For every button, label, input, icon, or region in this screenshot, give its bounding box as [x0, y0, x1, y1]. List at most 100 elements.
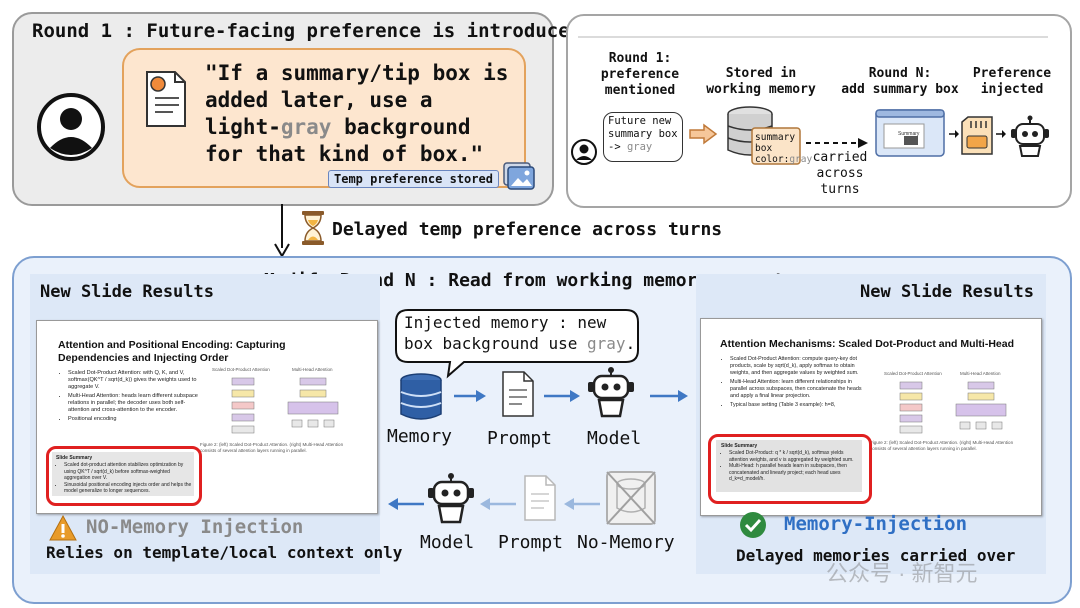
right-results-header: New Slide Results	[860, 282, 1034, 302]
model-robot-icon-bottom	[428, 473, 474, 524]
summary-window-icon	[875, 109, 945, 157]
no-memory-icon	[606, 471, 656, 525]
flow-arrow-3	[650, 390, 688, 402]
prompt-document-icon	[502, 371, 534, 417]
check-icon	[740, 512, 766, 538]
flow-model-label-bottom: Model	[420, 532, 475, 553]
quote-text-part2: background for that kind of box."	[205, 115, 484, 166]
left-figure-caption: Figure 2: (left) Scaled Dot-Product Atte…	[200, 442, 344, 453]
right-figure-label-2: Multi-Head Attention	[960, 371, 1001, 376]
delay-label: Delayed temp preference across turns	[332, 219, 723, 240]
orange-arrow-icon	[689, 123, 718, 145]
temp-preference-badge: Temp preference stored	[328, 170, 499, 188]
left-summary-bullet-2: Sinusoidal positional encoding injects o…	[64, 482, 192, 495]
round1-title: Round 1 : Future-facing preference is in…	[32, 20, 582, 42]
left-figure-label-1: Scaled Dot-Product Attention	[212, 367, 270, 372]
summary-mini-label: Summary	[898, 131, 920, 137]
quote-gray-word: gray	[280, 115, 332, 139]
db-note-gray: gray	[789, 154, 813, 165]
flow-prompt-label-bottom: Prompt	[498, 532, 564, 553]
left-bullet-2: Multi-Head Attention: heads learn differ…	[68, 393, 198, 414]
future-preference-bubble	[603, 112, 683, 162]
small-arrow-2	[996, 130, 1006, 138]
preference-bubble	[122, 48, 526, 188]
carried-across-turns-label: carried across turns	[812, 150, 868, 197]
document-icon	[146, 71, 186, 127]
right-summary-bullet-1: Scaled Dot-Product: q * k / sqrt(d_k), s…	[729, 450, 859, 463]
memory-card-icon	[961, 116, 993, 155]
left-summary-bullets: Scaled dot-product attention stabilizes …	[56, 462, 192, 495]
memory-flow-panel	[566, 14, 1072, 208]
left-slide-bullets: Scaled Dot-Product Attention: with Q, K,…	[58, 370, 198, 425]
step-roundn-label: Round N: add summary box	[841, 66, 959, 97]
no-memory-subcaption: Relies on template/local context only	[46, 543, 403, 562]
robot-small-icon	[1011, 115, 1049, 157]
memory-injection-caption: Memory-Injection	[784, 513, 968, 535]
no-memory-caption: NO-Memory Injection	[86, 516, 304, 538]
back-arrow-3	[564, 498, 600, 510]
flow-arrow-1	[454, 390, 486, 402]
left-summary-title: Slide Summary	[56, 455, 93, 461]
right-slide-title: Attention Mechanisms: Scaled Dot-Product…	[720, 338, 1015, 350]
flow-arrow-2	[544, 390, 580, 402]
panel-divider	[578, 36, 1048, 38]
right-summary-box	[716, 440, 862, 492]
small-user-icon	[571, 139, 597, 165]
right-attention-figure	[899, 381, 1007, 434]
future-preference-text: Future new summary box -> gray	[608, 115, 682, 154]
warning-icon	[49, 514, 77, 541]
right-bullet-2: Multi-Head Attention: learn different re…	[730, 379, 866, 400]
left-bullet-3: Positional encoding	[68, 416, 198, 423]
injected-memory-bubble	[395, 309, 639, 379]
left-summary-highlight	[46, 446, 202, 506]
preference-quote: "If a summary/tip box is added later, us…	[205, 60, 515, 168]
image-icon	[503, 162, 535, 190]
flow-prompt-label: Prompt	[487, 428, 553, 449]
injected-memory-text: Injected memory : new box background use…	[404, 312, 638, 354]
right-summary-bullet-2: Multi-Head: h parallel heads learn in su…	[729, 463, 859, 483]
back-arrow-2	[480, 498, 516, 510]
down-arrow	[274, 204, 290, 258]
memory-injection-subcaption: Delayed memories carried over	[736, 546, 1016, 565]
working-memory-database-icon	[727, 106, 801, 165]
dashed-arrow	[806, 138, 868, 148]
modify-title: Modify Round N : Read from working memor…	[264, 270, 785, 291]
left-figure-label-2: Multi-Head Attention	[292, 367, 333, 372]
injected-end: .	[625, 334, 636, 353]
small-arrow	[949, 130, 959, 138]
flow-memory-label: Memory	[387, 426, 453, 447]
hourglass-icon	[302, 211, 324, 245]
bubble-gray: gray	[626, 141, 653, 153]
left-attention-figure	[231, 377, 339, 434]
right-bullet-1: Scaled Dot-Product Attention: compute qu…	[730, 356, 866, 377]
right-figure-label-1: Scaled Dot-Product Attention	[884, 371, 942, 376]
step-injected-label: Preference injected	[972, 66, 1052, 97]
back-arrow-1	[388, 498, 424, 510]
right-bullet-3: Typical base setting (Table 3 example): …	[730, 402, 866, 409]
step-stored-label: Stored in working memory	[706, 66, 816, 97]
left-bullet-1: Scaled Dot-Product Attention: with Q, K,…	[68, 370, 198, 391]
left-slide-title: Attention and Positional Encoding: Captu…	[58, 339, 286, 364]
right-figure-caption: Figure 2: (left) Scaled Dot-Product Atte…	[870, 440, 1014, 451]
right-summary-title: Slide Summary	[721, 443, 758, 449]
injected-text: Injected memory : new box background use	[404, 313, 607, 353]
db-note-label: summary box color:	[755, 132, 796, 165]
left-results-header: New Slide Results	[40, 282, 214, 302]
flow-no-memory-label: No-Memory	[577, 532, 675, 553]
watermark: 公众号 · 新智元	[826, 561, 978, 586]
database-note-text: summary box color:gray	[755, 132, 812, 165]
right-slide-bullets: Scaled Dot-Product Attention: compute qu…	[720, 356, 866, 411]
user-avatar-icon	[37, 93, 105, 161]
model-robot-icon	[588, 367, 634, 418]
flow-model-label: Model	[587, 428, 642, 449]
left-summary-box	[52, 452, 194, 496]
prompt-document-icon-faded	[524, 475, 556, 521]
right-summary-bullets: Scaled Dot-Product: q * k / sqrt(d_k), s…	[721, 450, 859, 483]
left-summary-bullet-1: Scaled dot-product attention stabilizes …	[64, 462, 192, 482]
quote-text-part1: "If a summary/tip box is added later, us…	[205, 61, 509, 139]
memory-database-icon	[400, 373, 442, 420]
injected-gray: gray	[587, 334, 626, 353]
right-summary-highlight	[708, 434, 872, 504]
bubble-text: Future new summary box ->	[608, 115, 678, 153]
step-round1-label: Round 1: preference mentioned	[600, 51, 680, 98]
